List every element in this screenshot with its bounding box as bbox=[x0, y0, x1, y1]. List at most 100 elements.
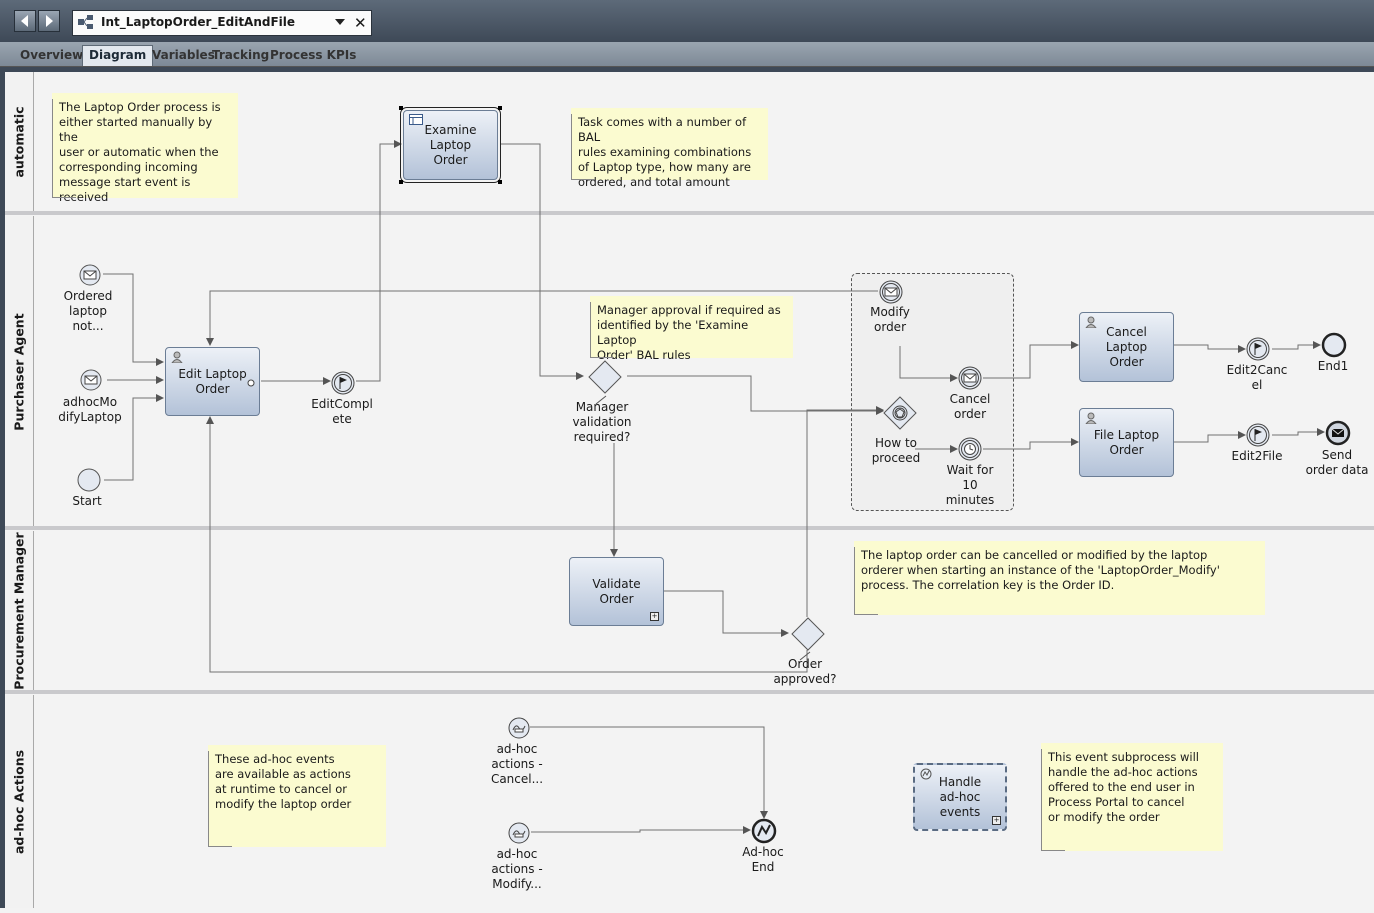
task-label: Examine Laptop Order bbox=[424, 122, 477, 167]
flow bbox=[627, 375, 884, 415]
annotation-bal-rules[interactable]: Task comes with a number of BAL rules ex… bbox=[571, 108, 768, 189]
flow bbox=[531, 826, 751, 834]
timer-event-icon[interactable] bbox=[958, 437, 982, 461]
flow bbox=[103, 273, 164, 366]
event-label-modify-order: Modify order bbox=[870, 305, 910, 334]
flow bbox=[1173, 344, 1246, 353]
intermediate-flag-event-icon[interactable] bbox=[331, 371, 355, 395]
event-gateway-icon[interactable] bbox=[883, 396, 917, 430]
boundary-attachment-icon bbox=[247, 379, 255, 387]
default-flow-marker bbox=[595, 395, 607, 405]
back-arrow-icon[interactable] bbox=[14, 10, 36, 32]
selection-handle[interactable] bbox=[498, 180, 502, 184]
annotation-adhoc-events[interactable]: These ad-hoc events are available as act… bbox=[208, 745, 386, 847]
close-icon[interactable]: ✕ bbox=[354, 14, 367, 32]
event-label-end1: End1 bbox=[1317, 359, 1349, 373]
process-title: Int_LaptopOrder_EditAndFile bbox=[101, 15, 296, 29]
gateway-icon[interactable] bbox=[588, 360, 622, 394]
adhoc-start-event-icon[interactable] bbox=[507, 716, 531, 740]
flow bbox=[1173, 431, 1246, 443]
end-event-icon[interactable] bbox=[1321, 332, 1347, 358]
adhoc-start-event-icon[interactable] bbox=[507, 821, 531, 845]
intermediate-flag-event-icon[interactable] bbox=[1246, 423, 1270, 447]
flow bbox=[983, 438, 1079, 450]
default-flow-marker bbox=[799, 651, 811, 661]
message-intermediate-event-icon[interactable] bbox=[958, 366, 982, 390]
event-label-edit2cancel: Edit2Canc el bbox=[1226, 363, 1288, 392]
event-label-adhoc-cancel: ad-hoc actions - Cancel... bbox=[490, 742, 544, 786]
chevron-down-icon[interactable] bbox=[335, 19, 345, 26]
forward-arrow-icon[interactable] bbox=[38, 10, 60, 32]
flow bbox=[530, 726, 768, 819]
annotation-start[interactable]: The Laptop Order process is either start… bbox=[52, 93, 238, 204]
task-label: Edit Laptop Order bbox=[178, 366, 247, 396]
tab-tracking[interactable]: Tracking bbox=[212, 48, 270, 62]
tab-process-kpis[interactable]: Process KPIs bbox=[270, 48, 357, 62]
lane-automatic[interactable]: automatic bbox=[5, 72, 34, 212]
lane-purchaser-agent[interactable]: Purchaser Agent bbox=[5, 216, 34, 527]
lane-divider bbox=[5, 690, 1374, 694]
expand-icon[interactable]: + bbox=[650, 612, 659, 621]
flow bbox=[664, 590, 789, 637]
annotation-event-subprocess[interactable]: This event subprocess will handle the ad… bbox=[1041, 743, 1223, 851]
event-subprocess-icon bbox=[920, 768, 932, 780]
gateway-label-manager-validation: Manager validation required? bbox=[572, 400, 632, 444]
task-label: File Laptop Order bbox=[1093, 427, 1160, 457]
flow bbox=[899, 346, 958, 382]
event-label-adhoc-modify-start: adhocMo difyLaptop bbox=[58, 395, 122, 424]
lane-procurement-manager[interactable]: Procurement Manager bbox=[5, 531, 34, 691]
expand-icon[interactable]: + bbox=[992, 816, 1001, 825]
tab-variables[interactable]: Variables bbox=[152, 48, 215, 62]
task-handle-adhoc-events[interactable]: Handle ad-hoc events + bbox=[913, 763, 1007, 831]
message-start-event-icon[interactable] bbox=[80, 369, 102, 391]
user-icon bbox=[1085, 316, 1097, 328]
event-subprocess-group[interactable] bbox=[851, 273, 1014, 511]
event-label-send: Send order data bbox=[1305, 448, 1369, 477]
event-label-start: Start bbox=[72, 494, 102, 508]
business-rule-icon bbox=[409, 114, 423, 125]
selection-handle[interactable] bbox=[399, 180, 403, 184]
tab-diagram[interactable]: Diagram bbox=[82, 45, 154, 66]
flow bbox=[983, 341, 1079, 379]
start-event-icon[interactable] bbox=[77, 468, 101, 492]
gateway-label-order-approved: Order approved? bbox=[773, 657, 837, 686]
task-validate-order[interactable]: Validate Order + bbox=[569, 557, 664, 626]
event-label-editcomplete: EditCompl ete bbox=[311, 397, 373, 426]
task-examine-laptop-order[interactable]: Examine Laptop Order bbox=[400, 107, 501, 183]
message-end-event-icon[interactable] bbox=[1325, 420, 1351, 446]
intermediate-flag-event-icon[interactable] bbox=[1246, 337, 1270, 361]
event-label-wait: Wait for 10 minutes bbox=[945, 463, 995, 507]
task-cancel-laptop-order[interactable]: Cancel Laptop Order bbox=[1079, 312, 1174, 382]
flow bbox=[206, 290, 878, 346]
tab-overview[interactable]: Overview bbox=[20, 48, 84, 62]
lane-adhoc-actions[interactable]: ad-hoc Actions bbox=[5, 695, 34, 908]
lane-border bbox=[0, 72, 5, 908]
lane-divider bbox=[5, 211, 1374, 215]
flow bbox=[1272, 428, 1325, 436]
process-editor-tab[interactable]: Int_LaptopOrder_EditAndFile ✕ bbox=[72, 10, 372, 36]
annotation-cancel-modify[interactable]: The laptop order can be cancelled or mod… bbox=[854, 541, 1265, 615]
flow bbox=[1272, 341, 1321, 350]
task-edit-laptop-order[interactable]: Edit Laptop Order bbox=[165, 347, 260, 416]
message-intermediate-event-icon[interactable] bbox=[879, 280, 903, 304]
task-file-laptop-order[interactable]: File Laptop Order bbox=[1079, 408, 1174, 477]
flow bbox=[206, 416, 808, 673]
selection-handle[interactable] bbox=[498, 106, 502, 110]
editor-tabs: Overview Diagram Variables Tracking Proc… bbox=[0, 42, 1374, 67]
task-label: Handle ad-hoc events bbox=[938, 774, 982, 819]
task-label: Validate Order bbox=[592, 576, 641, 606]
user-icon bbox=[171, 351, 183, 363]
event-label-adhoc-modify: ad-hoc actions - Modify... bbox=[491, 847, 543, 891]
event-label-ordered: Ordered laptop not... bbox=[63, 289, 113, 333]
editor-title-bar: Int_LaptopOrder_EditAndFile ✕ bbox=[0, 0, 1374, 42]
gateway-icon[interactable] bbox=[791, 617, 825, 651]
message-start-event-icon[interactable] bbox=[79, 264, 101, 286]
event-label-adhoc-end: Ad-hoc End bbox=[742, 845, 784, 874]
selection-handle[interactable] bbox=[399, 106, 403, 110]
gateway-label-how-to-proceed: How to proceed bbox=[871, 436, 921, 465]
annotation-manager-approval[interactable]: Manager approval if required as identifi… bbox=[590, 296, 793, 362]
flow bbox=[500, 143, 584, 380]
flow bbox=[104, 394, 164, 481]
error-end-event-icon[interactable] bbox=[751, 818, 777, 844]
user-icon bbox=[1085, 412, 1097, 424]
